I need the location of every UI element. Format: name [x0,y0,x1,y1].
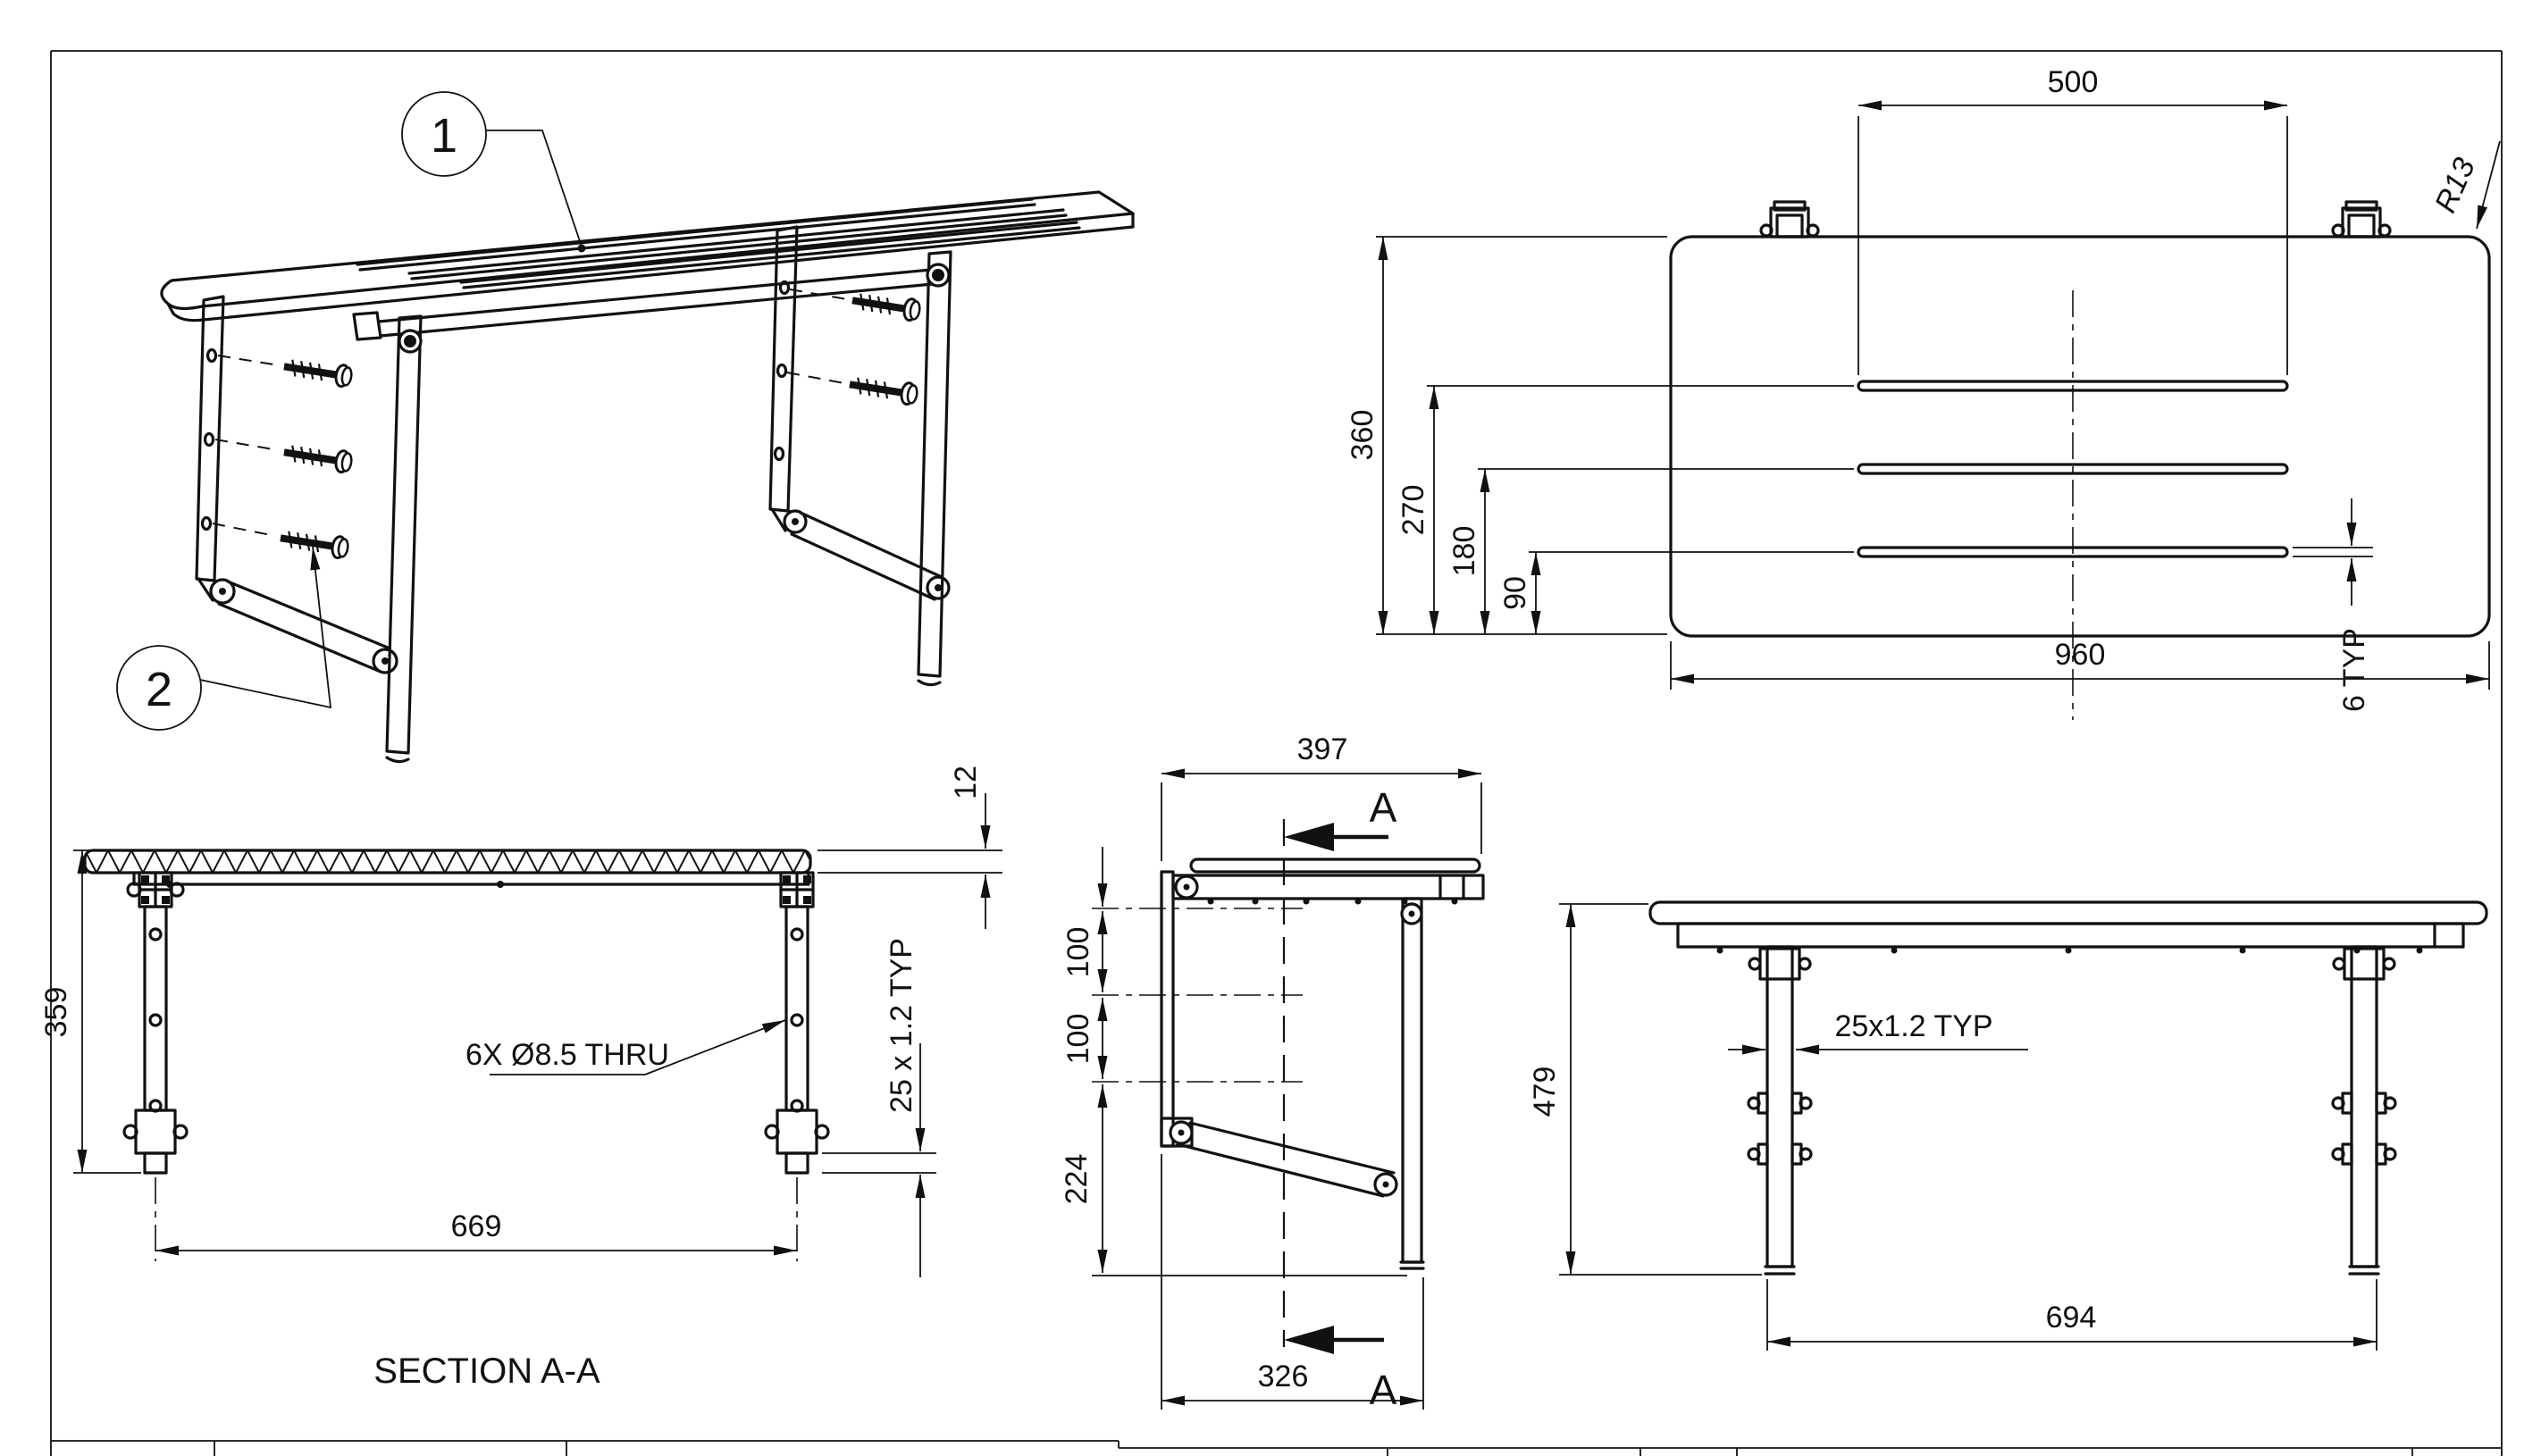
right-brace [790,511,951,601]
dim-12: 12 [818,766,1002,929]
front-tube-callout: 25 x 1.2 TYP [822,938,936,1277]
screw-icon [282,441,353,473]
svg-text:224: 224 [1060,1154,1094,1205]
front-right-leg [917,250,952,687]
svg-text:270: 270 [1396,485,1430,536]
sheet-border [50,50,2503,1456]
dim-359: 359 [39,849,143,1174]
dim-326: 326 [1161,1154,1424,1410]
section-arrow-a-top: A [1370,784,1397,831]
svg-text:960: 960 [2055,638,2106,672]
section-cut-line: A A [1282,784,1397,1413]
svg-text:12: 12 [949,766,983,799]
svg-text:25 x 1.2 TYP: 25 x 1.2 TYP [885,938,918,1113]
left-brace [217,580,398,674]
svg-text:500: 500 [2048,65,2099,99]
svg-text:90: 90 [1498,576,1532,610]
back-right-leg [2331,945,2397,1276]
dim-90: 90 [1498,551,1854,634]
svg-text:397: 397 [1297,732,1348,766]
dim-180: 180 [1447,468,1854,634]
tabletop-slots [356,197,1081,289]
isometric-view: 1 2 [116,91,1135,764]
back-left-leg [1747,945,1813,1276]
svg-text:326: 326 [1258,1360,1309,1393]
mounting-screws [212,289,921,559]
svg-text:479: 479 [1528,1067,1562,1117]
hinge-bracket-right [2331,200,2392,238]
svg-text:R13: R13 [2428,153,2482,218]
dim-500: 500 [1858,65,2288,375]
dim-6typ: 6 TYP [2293,498,2373,712]
right-wall-bar [768,225,808,534]
screw-icon [848,373,918,406]
hole-callout: 6X Ø8.5 THRU [465,1019,786,1075]
svg-text:359: 359 [39,987,73,1038]
front-section-view: 359 12 6X Ø8.5 THRU 25 x 1.2 TYP 669 [39,766,1002,1391]
dim-100-100-224: 100 100 224 [1060,847,1303,1273]
back-tube-callout: 25x1.2 TYP [1728,1009,2028,1055]
svg-text:6 TYP: 6 TYP [2337,628,2371,712]
front-left-leg [385,314,423,764]
svg-text:25x1.2 TYP: 25x1.2 TYP [1834,1009,1992,1043]
svg-text:180: 180 [1447,526,1481,577]
tabletop-section [83,849,812,874]
svg-text:100: 100 [1061,927,1095,978]
svg-text:6X Ø8.5 THRU: 6X Ø8.5 THRU [465,1038,669,1072]
hinge-bracket-left [1759,200,1820,238]
tabletop-plan [1669,235,2491,638]
svg-text:669: 669 [451,1209,502,1243]
left-wall-bar [195,295,236,605]
svg-text:100: 100 [1061,1014,1095,1065]
dim-694: 694 [1766,1279,2377,1351]
svg-text:360: 360 [1346,410,1380,461]
top-view: 500 R13 360 270 180 90 [1346,65,2501,720]
dim-960: 960 [1670,638,2490,690]
dim-669: 669 [155,1209,797,1256]
balloon-2-label: 2 [146,663,172,716]
slot-2 [1857,463,2289,475]
dim-397: 397 [1161,732,1482,861]
screw-icon [851,289,921,322]
back-view: 479 25x1.2 TYP 694 [1528,900,2488,1351]
dim-r13: R13 [2428,140,2501,230]
balloon-1: 1 [401,91,586,253]
front-right-leg-assembly [764,871,830,1261]
apron-block [352,311,382,341]
side-section-view: 397 A A 100 100 224 [1060,732,1485,1413]
front-left-leg-assembly [122,871,189,1261]
dim-479: 479 [1528,903,1762,1276]
dim-270: 270 [1396,385,1854,634]
section-arrow-a-bottom: A [1370,1367,1397,1413]
title-block [51,1440,2502,1456]
dim-360: 360 [1346,236,1667,635]
balloon-1-label: 1 [431,109,457,163]
svg-text:694: 694 [2046,1301,2097,1335]
balloon-2: 2 [116,546,332,731]
section-title: SECTION A-A [373,1351,600,1391]
screw-icon [282,356,353,388]
